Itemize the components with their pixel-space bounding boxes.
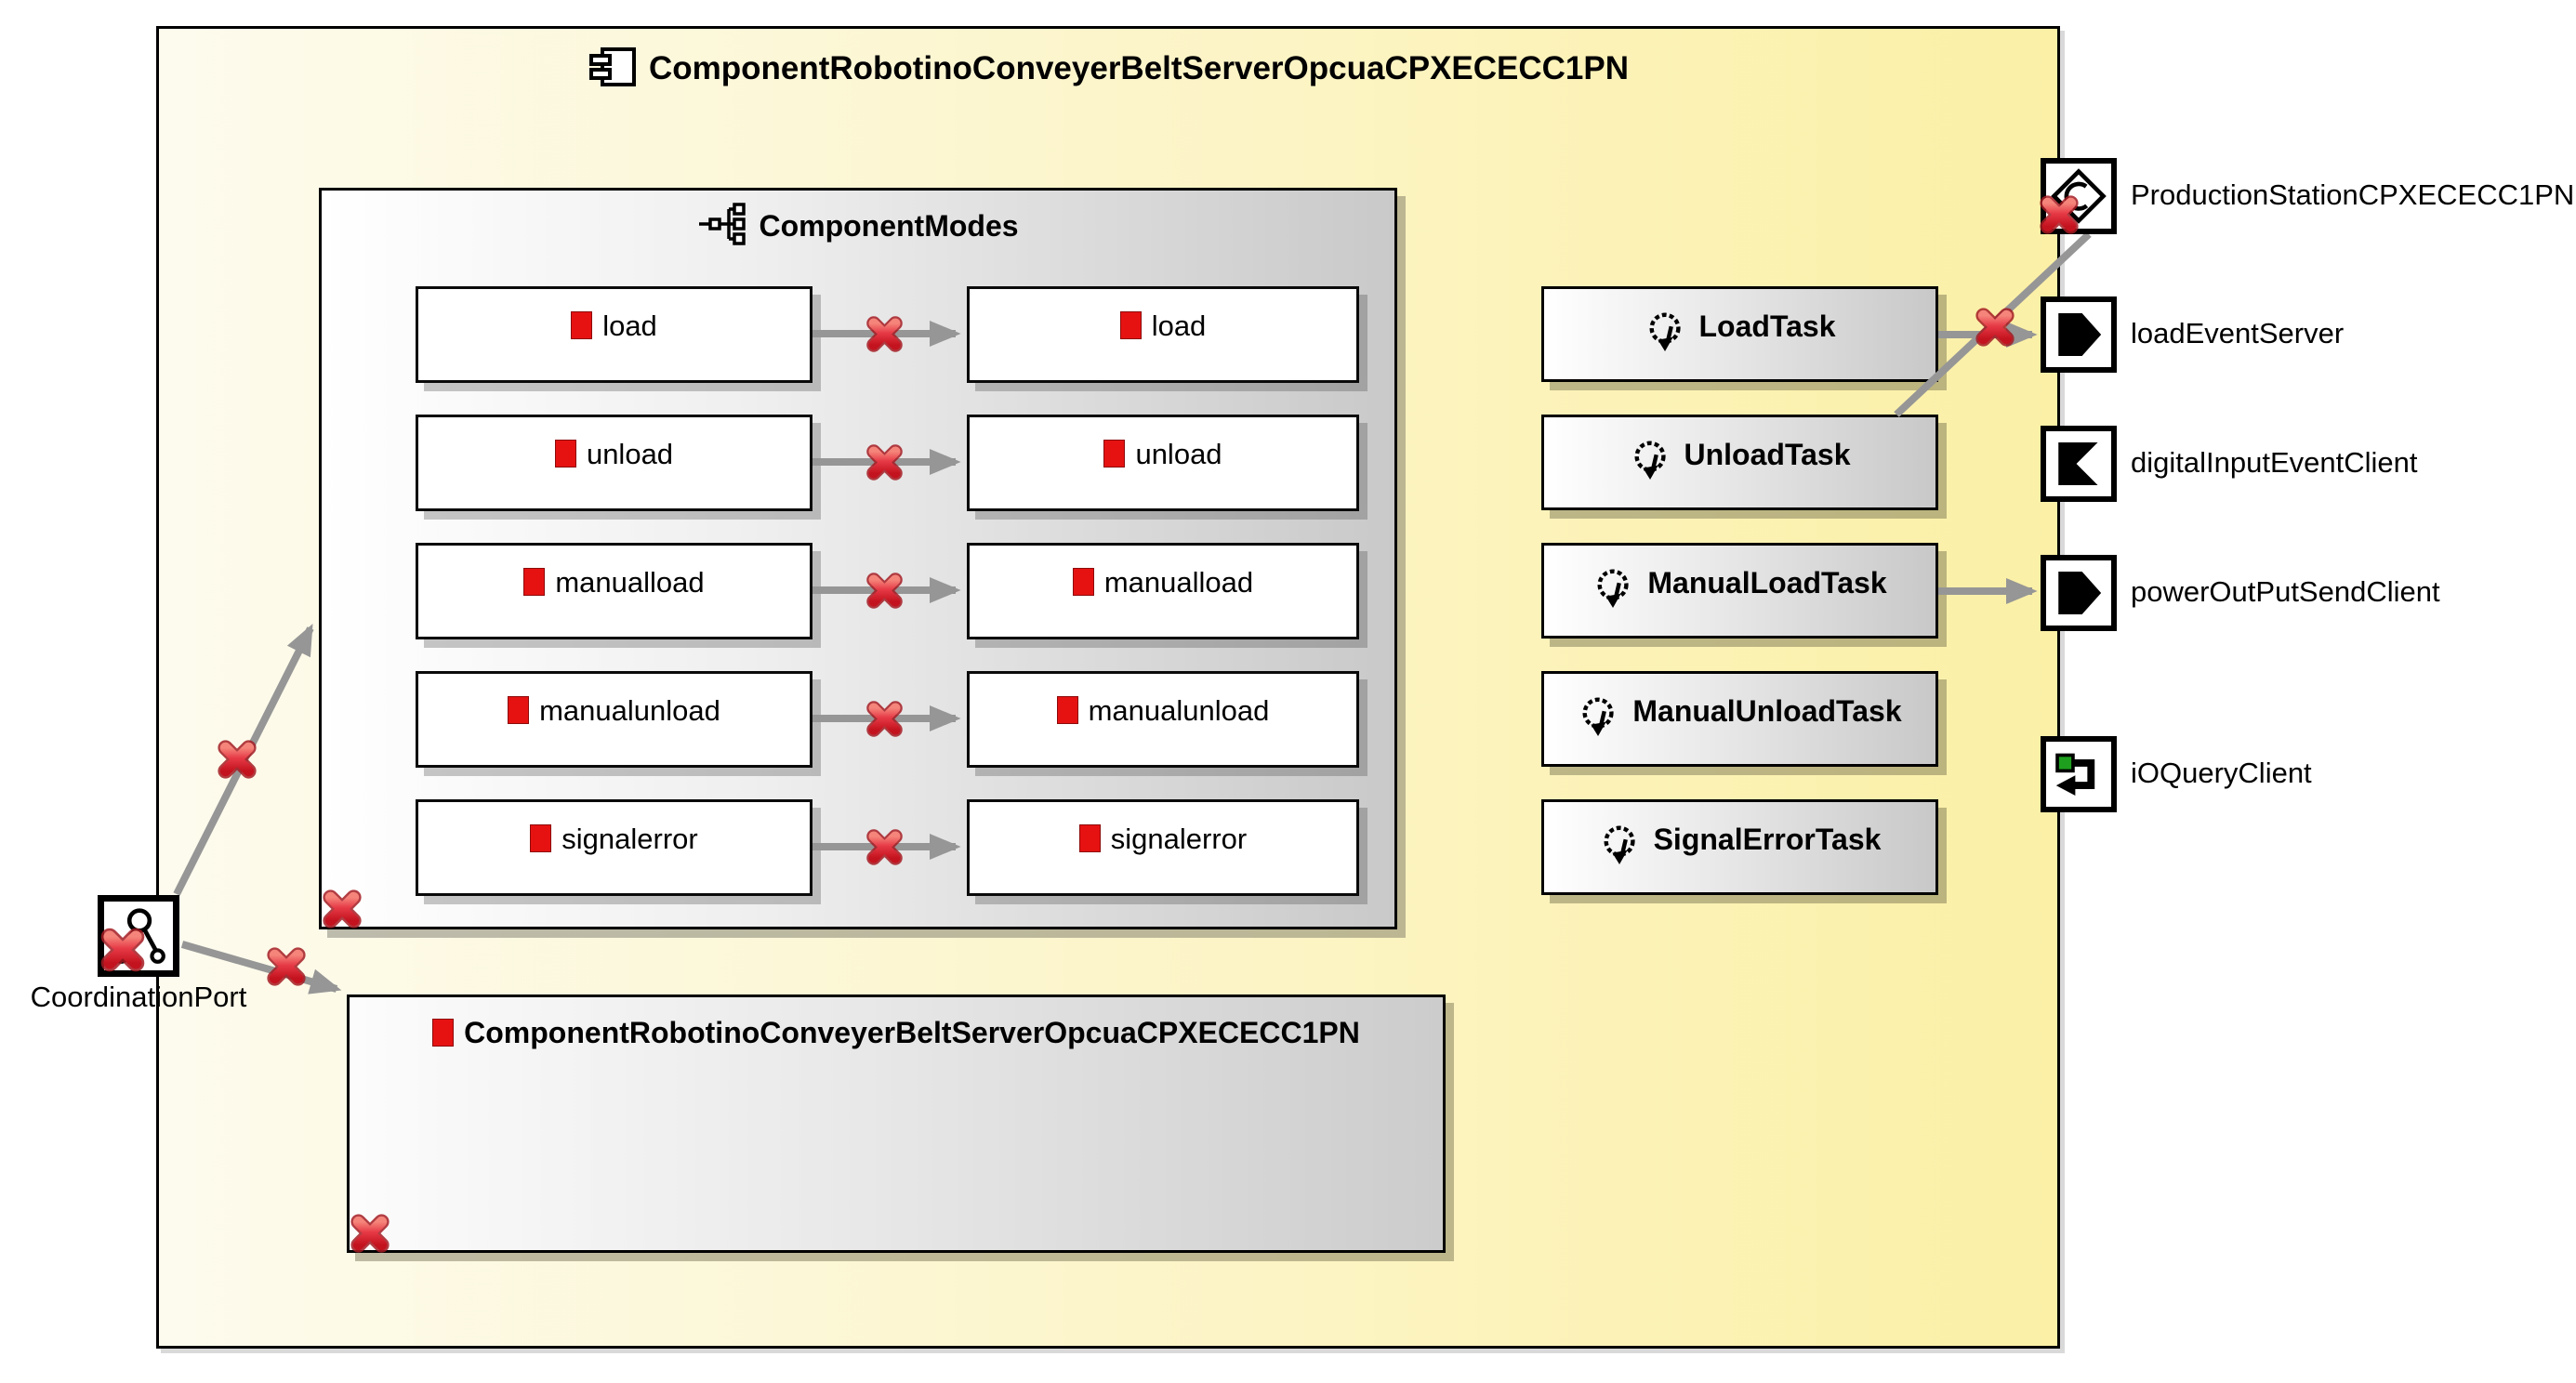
mode-label: unload bbox=[586, 438, 674, 470]
inner-component-title: ComponentRobotinoConveyerBeltServerOpcua… bbox=[464, 1016, 1360, 1049]
port-label-loadeventserver: loadEventServer bbox=[2131, 317, 2345, 349]
task-box-unloadtask[interactable]: UnloadTask bbox=[1541, 415, 1938, 510]
send-arrow-icon bbox=[2058, 572, 2102, 614]
task-label: ManualLoadTask bbox=[1647, 566, 1887, 599]
task-label: LoadTask bbox=[1698, 310, 1836, 343]
mode-bullet-icon bbox=[554, 440, 576, 468]
mode-box-signalerror-left[interactable]: signalerror bbox=[416, 799, 812, 896]
port-coordinationport[interactable] bbox=[98, 895, 179, 977]
mode-label: manualunload bbox=[539, 694, 720, 727]
mode-label: manualload bbox=[1103, 566, 1254, 599]
query-return-icon bbox=[2055, 753, 2095, 796]
port-label-poweroutputsendclient: powerOutPutSendClient bbox=[2131, 575, 2440, 608]
task-loop-icon bbox=[1592, 566, 1635, 613]
component-title-bar: ComponentRobotinoConveyerBeltServerOpcua… bbox=[156, 45, 2060, 93]
task-box-loadtask[interactable]: LoadTask bbox=[1541, 286, 1938, 382]
task-box-manualloadtask[interactable]: ManualLoadTask bbox=[1541, 543, 1938, 639]
task-loop-icon bbox=[1630, 438, 1672, 485]
port-label-productionstation: ProductionStationCPXECECC1PN bbox=[2131, 178, 2575, 211]
mode-bullet-icon bbox=[530, 824, 552, 852]
modes-structure-icon bbox=[697, 202, 749, 251]
inner-component-box[interactable]: ComponentRobotinoConveyerBeltServerOpcua… bbox=[347, 994, 1446, 1253]
task-box-manualunloadtask[interactable]: ManualUnloadTask bbox=[1541, 671, 1938, 767]
port-poweroutputsendclient[interactable] bbox=[2041, 555, 2117, 631]
mode-box-unload-right[interactable]: unload bbox=[967, 415, 1359, 511]
mode-label: load bbox=[602, 310, 657, 342]
mode-box-signalerror-right[interactable]: signalerror bbox=[967, 799, 1359, 896]
mode-bullet-icon bbox=[1072, 568, 1094, 596]
mode-label: unload bbox=[1135, 438, 1222, 470]
task-loop-icon bbox=[1599, 823, 1642, 870]
component-modes-title: ComponentModes bbox=[759, 208, 1019, 243]
port-label-digitalinputeventclient: digitalInputEventClient bbox=[2131, 446, 2418, 479]
diamond-cycle-icon bbox=[2051, 168, 2107, 224]
mode-bullet-icon bbox=[523, 568, 546, 596]
send-arrow-icon bbox=[2058, 313, 2102, 356]
port-label-ioqueryclient: iOQueryClient bbox=[2131, 757, 2312, 789]
mode-box-manualload-left[interactable]: manualload bbox=[416, 543, 812, 639]
mode-label: load bbox=[1151, 310, 1207, 342]
coordination-tree-icon bbox=[113, 908, 165, 964]
mode-label: manualload bbox=[555, 566, 705, 599]
mode-bullet-icon bbox=[571, 311, 593, 339]
port-digitalinputeventclient[interactable] bbox=[2041, 426, 2117, 502]
mode-bullet-icon bbox=[1103, 440, 1126, 468]
mode-bullet-icon bbox=[1078, 824, 1101, 852]
mode-box-manualunload-left[interactable]: manualunload bbox=[416, 671, 812, 768]
mode-bullet-icon bbox=[1056, 696, 1078, 724]
task-loop-icon bbox=[1578, 694, 1620, 742]
mode-box-manualload-right[interactable]: manualload bbox=[967, 543, 1359, 639]
component-bullet-icon bbox=[432, 1019, 455, 1047]
receive-arrow-icon bbox=[2058, 442, 2098, 485]
port-ioqueryclient[interactable] bbox=[2041, 736, 2117, 812]
uml-component-icon bbox=[588, 45, 638, 94]
mode-label: signalerror bbox=[1110, 823, 1248, 855]
component-title: ComponentRobotinoConveyerBeltServerOpcua… bbox=[648, 50, 1630, 86]
mode-box-unload-left[interactable]: unload bbox=[416, 415, 812, 511]
task-label: ManualUnloadTask bbox=[1632, 694, 1902, 728]
task-label: UnloadTask bbox=[1684, 438, 1851, 471]
task-box-signalerrortask[interactable]: SignalErrorTask bbox=[1541, 799, 1938, 895]
task-label: SignalErrorTask bbox=[1653, 823, 1882, 856]
mode-box-load-right[interactable]: load bbox=[967, 286, 1359, 383]
mode-box-manualunload-right[interactable]: manualunload bbox=[967, 671, 1359, 768]
component-modes-header: ComponentModes bbox=[319, 202, 1397, 247]
mode-label: manualunload bbox=[1088, 694, 1270, 727]
mode-label: signalerror bbox=[561, 823, 698, 855]
mode-bullet-icon bbox=[1119, 311, 1142, 339]
task-loop-icon bbox=[1645, 310, 1687, 357]
port-productionstation[interactable] bbox=[2041, 158, 2117, 234]
coordination-port-label: CoordinationPort bbox=[30, 981, 247, 1013]
mode-box-load-left[interactable]: load bbox=[416, 286, 812, 383]
port-loadeventserver[interactable] bbox=[2041, 296, 2117, 373]
mode-bullet-icon bbox=[508, 696, 530, 724]
